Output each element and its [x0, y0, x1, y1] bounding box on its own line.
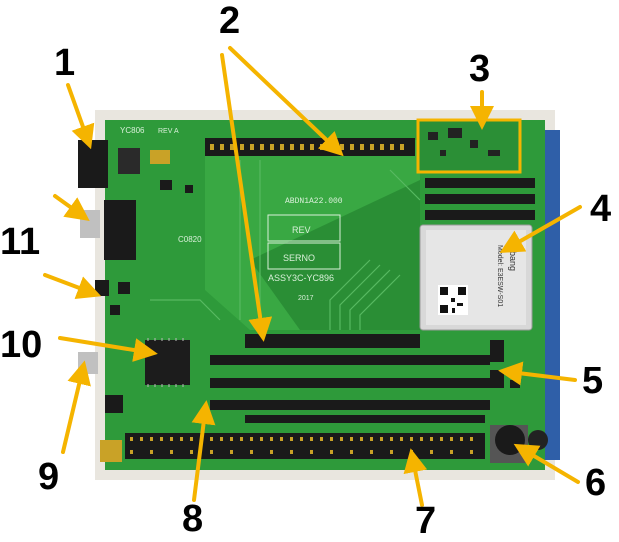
callout-7: 7	[415, 500, 437, 542]
callout-8: 8	[182, 498, 204, 540]
middle-pin-header	[245, 334, 420, 348]
arrow-upper-usb	[53, 194, 90, 222]
callout-9: 9	[38, 456, 60, 498]
arrow-11	[43, 273, 102, 299]
arrow-2a	[228, 46, 344, 157]
silk-part-number: ABDN1A22.000	[285, 197, 343, 206]
arrow-7	[403, 448, 428, 507]
bottom-header-key	[100, 440, 122, 462]
micro-usb-port-upper	[80, 210, 100, 238]
wifi-qr-code	[438, 285, 468, 315]
sensor-components	[428, 128, 500, 156]
silk-serno-box	[267, 242, 341, 270]
callout-10: 10	[0, 324, 43, 366]
callout-1: 1	[54, 42, 76, 84]
silk-assy: ASSY3C-YC896	[268, 273, 334, 283]
silk-rev-label: REV	[292, 225, 311, 235]
capacitor-gold	[150, 150, 170, 164]
pcb-diagonal-pour	[250, 180, 420, 330]
button-side-cap	[528, 430, 548, 450]
arrow-5	[498, 361, 577, 386]
push-button-cap	[495, 425, 525, 455]
callout-3: 3	[469, 48, 491, 90]
sensor-highlight-box	[416, 118, 522, 174]
arrow-4	[499, 205, 582, 253]
bottom-gpio-header	[125, 433, 485, 459]
arrow-1	[66, 83, 95, 150]
silk-board-name: YC806	[120, 126, 145, 135]
power-regulator	[118, 148, 140, 174]
callout-4: 4	[590, 188, 612, 230]
dc-power-jack	[78, 140, 108, 188]
callout-11: 11	[0, 221, 41, 263]
right-jumper-blocks	[425, 178, 535, 220]
silk-serno-label: SERNO	[283, 253, 315, 263]
jumper-rows	[210, 355, 490, 423]
wifi-model: Model: E3ESW-S01	[496, 245, 503, 307]
sensor-module	[418, 120, 518, 170]
callout-arrows	[43, 46, 582, 507]
arrow-8	[191, 400, 216, 502]
arrow-6	[513, 443, 580, 484]
arrow-10	[58, 336, 158, 362]
silk-rev-box	[267, 214, 341, 242]
left-jumper-stack	[104, 200, 136, 260]
mcu-chip	[145, 340, 190, 385]
silk-rev-tag: REV A	[158, 128, 179, 135]
callout-2: 2	[219, 0, 241, 42]
arrow-9	[61, 360, 91, 454]
arrow-2b	[220, 53, 273, 342]
wifi-brand: Ebang	[508, 245, 518, 271]
silk-chip-label: C0820	[178, 235, 202, 244]
silk-year: 2017	[298, 295, 314, 302]
callout-6: 6	[585, 462, 607, 504]
callout-5: 5	[582, 360, 604, 402]
